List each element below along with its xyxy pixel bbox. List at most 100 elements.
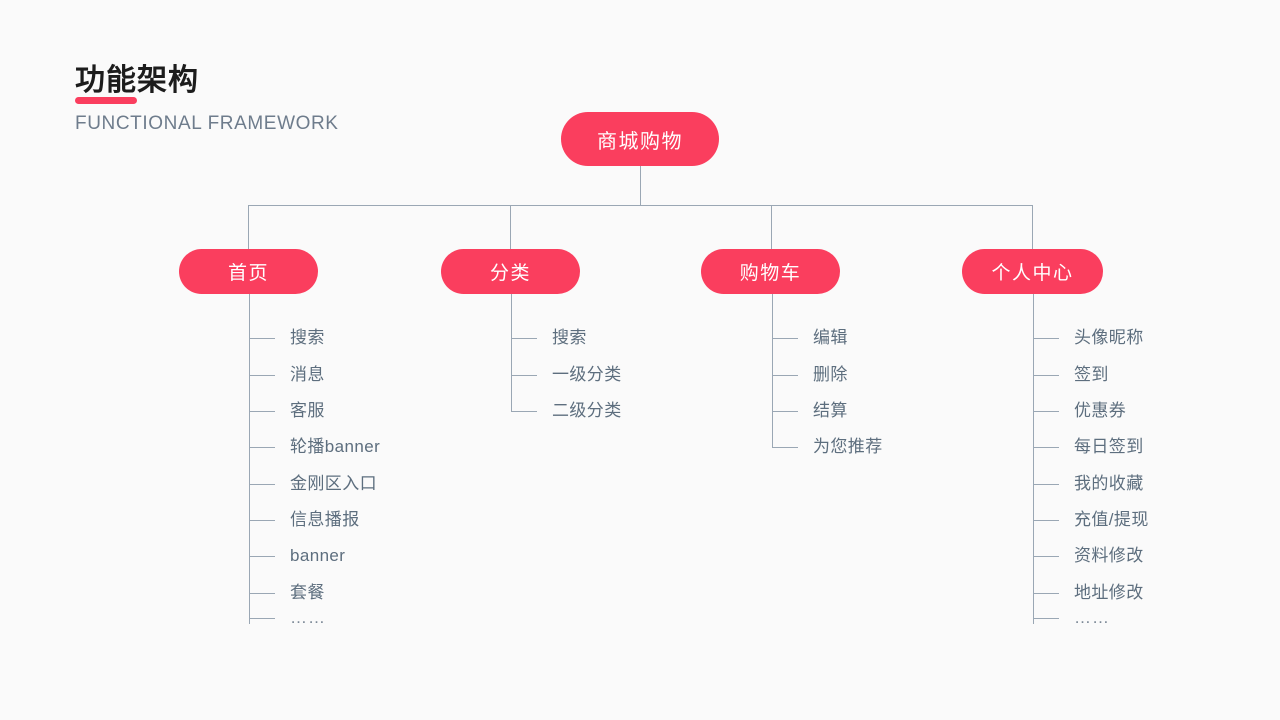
leaf-tick-icon xyxy=(249,617,275,619)
leaf-label: 信息播报 xyxy=(290,510,360,529)
leaf-label: 资料修改 xyxy=(1074,546,1144,565)
leaf-tick-icon xyxy=(1033,410,1059,412)
page-title: 功能架构 xyxy=(75,64,199,97)
leaf-tick-icon xyxy=(1033,592,1059,594)
leaf-item[interactable]: 结算 xyxy=(772,400,848,422)
leaf-item[interactable]: 优惠券 xyxy=(1033,400,1126,422)
leaf-label: 地址修改 xyxy=(1074,583,1144,602)
connector-root-stem xyxy=(640,166,641,205)
leaf-item[interactable]: 金刚区入口 xyxy=(249,473,377,495)
leaf-tick-icon xyxy=(1033,519,1059,521)
leaf-trunk-gerenzhongxin xyxy=(1033,294,1034,624)
leaf-tick-icon xyxy=(249,592,275,594)
leaf-item[interactable]: 每日签到 xyxy=(1033,436,1144,458)
leaf-label: 头像昵称 xyxy=(1074,328,1144,347)
leaf-tick-icon xyxy=(511,410,537,412)
leaf-item[interactable]: 消息 xyxy=(249,364,325,386)
leaf-item[interactable]: banner xyxy=(249,545,345,567)
connector-horizontal-bus xyxy=(248,205,1033,206)
leaf-tick-icon xyxy=(511,374,537,376)
leaf-label: 消息 xyxy=(290,365,325,384)
leaf-trunk-gouwuche xyxy=(772,294,773,448)
leaf-trunk-fenlei xyxy=(511,294,512,411)
leaf-tick-icon xyxy=(249,410,275,412)
leaf-item[interactable]: 删除 xyxy=(772,364,848,386)
page-subtitle: FUNCTIONAL FRAMEWORK xyxy=(75,113,339,134)
leaf-item[interactable]: 客服 xyxy=(249,400,325,422)
leaf-label: 一级分类 xyxy=(552,365,622,384)
node-root[interactable]: 商城购物 xyxy=(561,112,719,166)
node-branch-fenlei[interactable]: 分类 xyxy=(441,249,580,294)
leaf-item[interactable]: 签到 xyxy=(1033,364,1109,386)
leaf-label: …… xyxy=(1074,608,1110,627)
leaf-tick-icon xyxy=(249,555,275,557)
leaf-label: 签到 xyxy=(1074,365,1109,384)
leaf-label: 为您推荐 xyxy=(813,437,883,456)
leaf-label: 轮播banner xyxy=(290,437,381,456)
leaf-label: 搜索 xyxy=(290,328,325,347)
title-underline-accent xyxy=(75,97,137,104)
node-branch-shouye-label: 首页 xyxy=(227,263,269,284)
leaf-tick-icon xyxy=(1033,617,1059,619)
leaf-label: 删除 xyxy=(813,365,848,384)
node-branch-shouye[interactable]: 首页 xyxy=(179,249,318,294)
leaf-item-more[interactable]: …… xyxy=(1033,607,1110,629)
connector-drop-branch-4 xyxy=(1032,205,1033,250)
leaf-tick-icon xyxy=(1033,446,1059,448)
leaf-item[interactable]: 搜索 xyxy=(249,327,325,349)
leaf-tick-icon xyxy=(772,446,798,448)
leaf-tick-icon xyxy=(1033,337,1059,339)
leaf-tick-icon xyxy=(772,374,798,376)
leaf-item[interactable]: 轮播banner xyxy=(249,436,380,458)
header: 功能架构 FUNCTIONAL FRAMEWORK xyxy=(75,62,339,135)
leaf-tick-icon xyxy=(249,337,275,339)
leaf-tick-icon xyxy=(249,519,275,521)
leaf-tick-icon xyxy=(249,483,275,485)
leaf-label: 二级分类 xyxy=(552,401,622,420)
leaf-label: banner xyxy=(290,546,346,565)
leaf-tick-icon xyxy=(772,410,798,412)
leaf-item[interactable]: 二级分类 xyxy=(511,400,622,422)
leaf-tick-icon xyxy=(1033,374,1059,376)
leaf-label: 搜索 xyxy=(552,328,587,347)
leaf-label: 编辑 xyxy=(813,328,848,347)
node-branch-gouwuche-label: 购物车 xyxy=(739,263,802,284)
connector-drop-branch-1 xyxy=(248,205,249,250)
leaf-item[interactable]: 地址修改 xyxy=(1033,582,1144,604)
leaf-tick-icon xyxy=(249,374,275,376)
leaf-label: 套餐 xyxy=(290,583,325,602)
leaf-item[interactable]: 一级分类 xyxy=(511,364,622,386)
leaf-trunk-shouye xyxy=(249,294,250,624)
leaf-label: 客服 xyxy=(290,401,325,420)
leaf-label: …… xyxy=(290,608,326,627)
leaf-label: 优惠券 xyxy=(1074,401,1127,420)
leaf-tick-icon xyxy=(249,446,275,448)
leaf-tick-icon xyxy=(1033,555,1059,557)
node-branch-gerenzhongxin[interactable]: 个人中心 xyxy=(962,249,1103,294)
leaf-label: 充值/提现 xyxy=(1074,510,1149,529)
leaf-label: 结算 xyxy=(813,401,848,420)
node-root-label: 商城购物 xyxy=(597,130,683,153)
leaf-label: 每日签到 xyxy=(1074,437,1144,456)
leaf-item[interactable]: 信息播报 xyxy=(249,509,360,531)
node-branch-gouwuche[interactable]: 购物车 xyxy=(701,249,840,294)
leaf-item[interactable]: 为您推荐 xyxy=(772,436,883,458)
leaf-item[interactable]: 搜索 xyxy=(511,327,587,349)
page-title-wrap: 功能架构 xyxy=(75,62,199,104)
leaf-label: 金刚区入口 xyxy=(290,474,377,493)
leaf-item[interactable]: 编辑 xyxy=(772,327,848,349)
leaf-item-more[interactable]: …… xyxy=(249,607,326,629)
leaf-tick-icon xyxy=(772,337,798,339)
leaf-item[interactable]: 头像昵称 xyxy=(1033,327,1144,349)
leaf-item[interactable]: 资料修改 xyxy=(1033,545,1144,567)
leaf-label: 我的收藏 xyxy=(1074,474,1144,493)
connector-drop-branch-2 xyxy=(510,205,511,250)
connector-drop-branch-3 xyxy=(771,205,772,250)
leaf-item[interactable]: 我的收藏 xyxy=(1033,473,1144,495)
node-branch-gerenzhongxin-label: 个人中心 xyxy=(991,263,1074,284)
leaf-item[interactable]: 套餐 xyxy=(249,582,325,604)
node-branch-fenlei-label: 分类 xyxy=(489,263,531,284)
leaf-item[interactable]: 充值/提现 xyxy=(1033,509,1149,531)
